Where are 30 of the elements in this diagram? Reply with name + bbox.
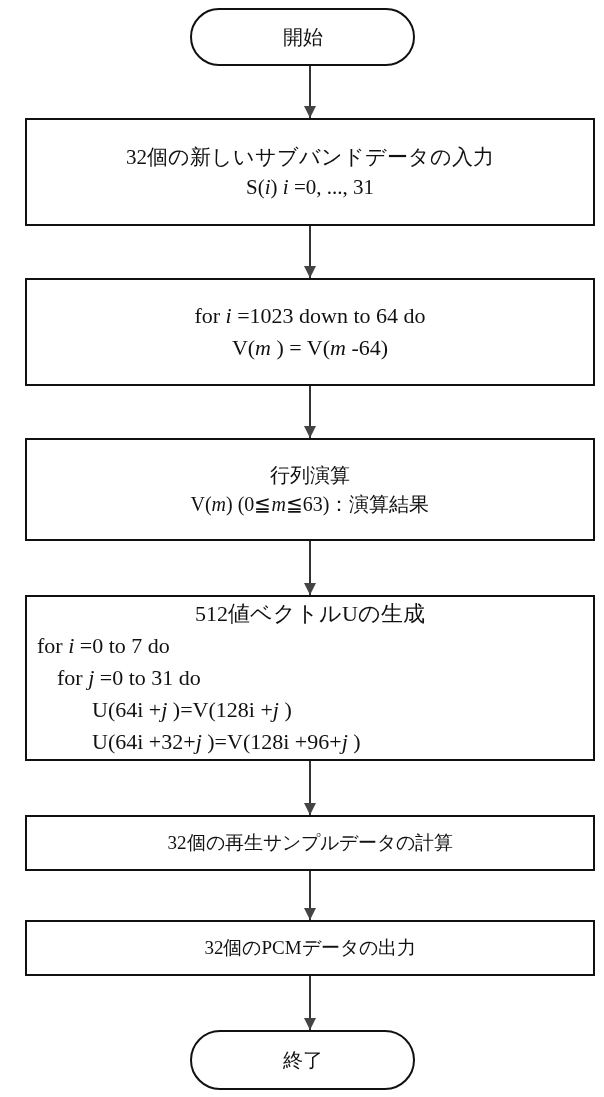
arrow [304,975,316,1031]
process-box [25,438,595,541]
box-heading: 32個の新しいサブバンドデータの入力 [125,143,495,171]
box-text: for i =0 to 7 do [37,632,171,661]
process-box [25,278,595,386]
arrow [304,385,316,439]
process-box [25,920,595,976]
arrow [304,225,316,279]
box-text: 開始 [281,24,324,50]
process-box [25,595,595,761]
arrow [304,760,316,816]
terminal-shape [190,8,415,66]
box-text: S(i) i =0, ..., 31 [245,174,375,201]
process-box [25,815,595,871]
arrow [304,870,316,921]
box-text: 32個の再生サンプルデータの計算 [166,831,454,856]
process-box [25,118,595,226]
box-text: U(64i +j )=V(128i +j ) [91,695,293,724]
box-heading: 行列演算 [269,462,351,488]
box-text: for j =0 to 31 do [56,664,202,693]
arrow [304,65,316,119]
box-text: 終了 [281,1047,324,1073]
box-heading: 512値ベクトルUの生成 [194,600,426,629]
box-text: U(64i +32+j )=V(128i +96+j ) [91,727,362,756]
box-text: V(m) (0≦m≦63)：演算結果 [189,491,431,518]
arrow [304,540,316,596]
box-heading: for i =1023 down to 64 do [193,302,427,331]
terminal-shape [190,1030,415,1090]
box-text: V(m ) = V(m -64) [230,334,390,362]
box-text: 32個のPCMデータの出力 [203,936,417,961]
